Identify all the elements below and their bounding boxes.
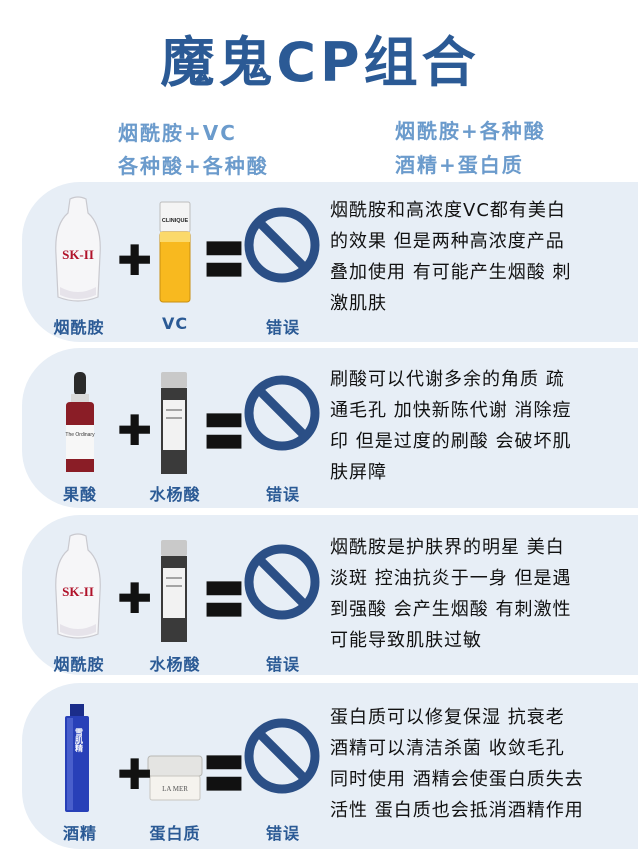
product-brand-text: SK-II xyxy=(62,247,94,262)
skii-essence-bottle: SK-II xyxy=(55,533,101,639)
product-label-a: 果酸 xyxy=(62,485,97,504)
product-label-a: 烟酰胺 xyxy=(53,318,105,337)
plus-icon: ✚ xyxy=(117,236,153,285)
description-line: 刷酸可以代谢多余的角质 疏 xyxy=(330,369,565,390)
page-title: 魔鬼CP组合 xyxy=(160,31,480,94)
prohibited-icon xyxy=(244,718,320,794)
prohibited-icon xyxy=(244,207,320,283)
description-line: 酒精可以清洁杀菌 收敛毛孔 xyxy=(330,738,565,759)
verdict-label: 错误 xyxy=(265,655,300,674)
description-line: 到强酸 会产生烟酸 有刺激性 xyxy=(330,599,572,620)
combo-description: 蛋白质可以修复保湿 抗衰老 酒精可以清洁杀菌 收敛毛孔 同时使用 酒精会使蛋白质… xyxy=(330,702,630,826)
description-line: 肤屏障 xyxy=(330,462,387,483)
description-line: 叠加使用 有可能产生烟酸 刺 xyxy=(330,262,572,283)
product-brand-text: The Ordinary xyxy=(65,432,95,438)
subtitle-right-1: 烟酰胺+各种酸 xyxy=(395,119,546,143)
description-line: 的效果 但是两种高浓度产品 xyxy=(330,231,565,252)
combo-card-4 xyxy=(22,683,638,849)
equals-icon: 〓 xyxy=(203,236,246,285)
verdict-label: 错误 xyxy=(265,318,300,337)
combo-description: 烟酰胺和高浓度VC都有美白 的效果 但是两种高浓度产品 叠加使用 有可能产生烟酸… xyxy=(330,195,630,319)
combo-card-2 xyxy=(22,348,638,508)
subtitle-right-2: 酒精+蛋白质 xyxy=(395,153,524,177)
clinique-serum-bottle: CLINIQUE xyxy=(159,201,191,303)
description-line: 烟酰胺是护肤界的明星 美白 xyxy=(330,537,565,558)
product-brand-text: CLINIQUE xyxy=(162,218,189,224)
product-brand-text: 雪肌精 xyxy=(75,728,84,753)
skii-essence-bottle: SK-II xyxy=(55,196,101,302)
plus-icon: ✚ xyxy=(117,750,153,799)
combo-card-1 xyxy=(22,182,638,342)
product-label-b: 水杨酸 xyxy=(149,655,201,674)
plus-icon: ✚ xyxy=(117,406,153,455)
description-line: 淡斑 控油抗炎于一身 但是遇 xyxy=(330,568,572,589)
verdict-label: 错误 xyxy=(265,485,300,504)
bha-toner-bottle xyxy=(161,372,187,474)
lamer-cream-jar: LA MER xyxy=(147,755,203,801)
subtitle-left-2: 各种酸+各种酸 xyxy=(118,154,269,178)
description-line: 活性 蛋白质也会抵消酒精作用 xyxy=(330,800,584,821)
description-line: 同时使用 酒精会使蛋白质失去 xyxy=(330,769,584,790)
product-label-b: 水杨酸 xyxy=(149,485,201,504)
description-line: 印 但是过度的刷酸 会破坏肌 xyxy=(330,431,572,452)
combo-description: 烟酰胺是护肤界的明星 美白 淡斑 控油抗炎于一身 但是遇 到强酸 会产生烟酸 有… xyxy=(330,532,630,656)
verdict-label: 错误 xyxy=(265,824,300,843)
plus-icon: ✚ xyxy=(117,574,153,623)
equals-icon: 〓 xyxy=(203,750,246,799)
description-line: 烟酰胺和高浓度VC都有美白 xyxy=(330,200,566,221)
product-brand-text: SK-II xyxy=(62,584,94,599)
prohibited-icon xyxy=(244,544,320,620)
description-line: 可能导致肌肤过敏 xyxy=(330,630,482,651)
description-line: 激肌肤 xyxy=(330,293,387,314)
combo-card-3 xyxy=(22,515,638,675)
prohibited-icon xyxy=(244,375,320,451)
product-label-b: VC xyxy=(161,314,189,333)
dropper-serum-bottle: The Ordinary xyxy=(65,372,95,472)
equals-icon: 〓 xyxy=(203,576,246,625)
description-line: 通毛孔 加快新陈代谢 消除痘 xyxy=(330,400,572,421)
product-label-b: 蛋白质 xyxy=(149,824,201,843)
bha-toner-bottle xyxy=(161,540,187,642)
equals-icon: 〓 xyxy=(203,408,246,457)
subtitle-left-1: 烟酰胺+VC xyxy=(118,121,237,145)
product-label-a: 烟酰胺 xyxy=(53,655,105,674)
product-label-a: 酒精 xyxy=(62,824,97,843)
description-line: 蛋白质可以修复保湿 抗衰老 xyxy=(330,707,565,728)
combo-description: 刷酸可以代谢多余的角质 疏 通毛孔 加快新陈代谢 消除痘 印 但是过度的刷酸 会… xyxy=(330,364,630,488)
product-brand-text: LA MER xyxy=(162,785,188,793)
sekkisei-lotion-bottle: 雪肌精 xyxy=(65,704,89,812)
